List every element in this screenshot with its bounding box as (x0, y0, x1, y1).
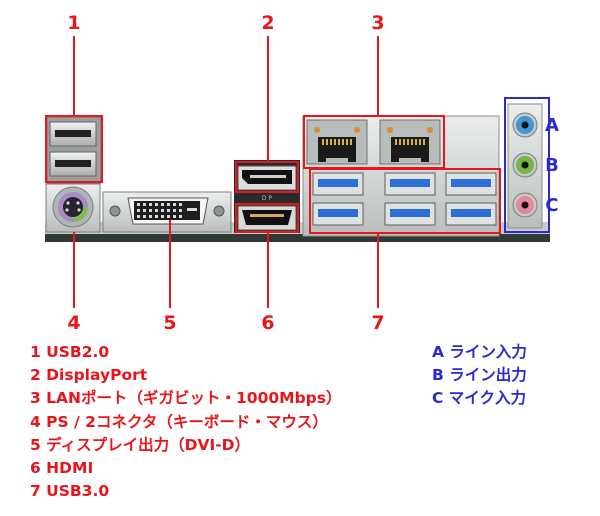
callout-1: 1 (67, 12, 80, 34)
legend-line-out: B ライン出力 (432, 366, 527, 385)
dvi-connector (102, 191, 232, 233)
legend-usb2: 1 USB2.0 (30, 343, 110, 361)
ps2-connector (45, 183, 101, 233)
callout-6: 6 (261, 312, 274, 334)
legend-mic-in: C マイク入力 (432, 389, 526, 408)
callout-3: 3 (371, 12, 384, 34)
pcb-strip (45, 232, 550, 242)
legend-hdmi: 6 HDMI (30, 459, 94, 478)
usb3-ports (312, 172, 497, 226)
usb2-port-stack (46, 116, 102, 184)
callout-5: 5 (163, 312, 176, 334)
callout-c: C (545, 195, 558, 216)
callout-b: B (545, 155, 559, 176)
legend-ps2: 4 PS / 2コネクタ（キーボード・マウス） (30, 412, 328, 431)
lan-port-1 (306, 119, 368, 165)
displayport-hdmi-stack: D P (234, 160, 300, 233)
port-legend: 1 USB2.0 2 DisplayPort 3 LANポート（ギガビット・10… (30, 341, 342, 503)
io-panel-diagram: D P (45, 12, 559, 334)
audio-jacks (507, 103, 543, 229)
legend-line-in: A ライン入力 (432, 343, 527, 361)
legend-displayport: 2 DisplayPort (30, 366, 148, 385)
lan-port-2 (379, 119, 441, 165)
svg-text:D P: D P (262, 195, 273, 202)
callout-box-audio (504, 97, 550, 233)
audio-legend: A ライン入力 B ライン出力 C マイク入力 (432, 341, 527, 411)
legend-lan: 3 LANポート（ギガビット・1000Mbps） (30, 389, 342, 408)
callout-7: 7 (371, 312, 384, 334)
callout-4: 4 (67, 312, 80, 334)
callout-a: A (545, 115, 559, 136)
callout-box-usb3 (309, 168, 501, 234)
callout-2: 2 (261, 12, 274, 34)
legend-dvi: 5 ディスプレイ出力（DVI-D） (30, 435, 251, 454)
legend-usb3: 7 USB3.0 (30, 482, 110, 501)
